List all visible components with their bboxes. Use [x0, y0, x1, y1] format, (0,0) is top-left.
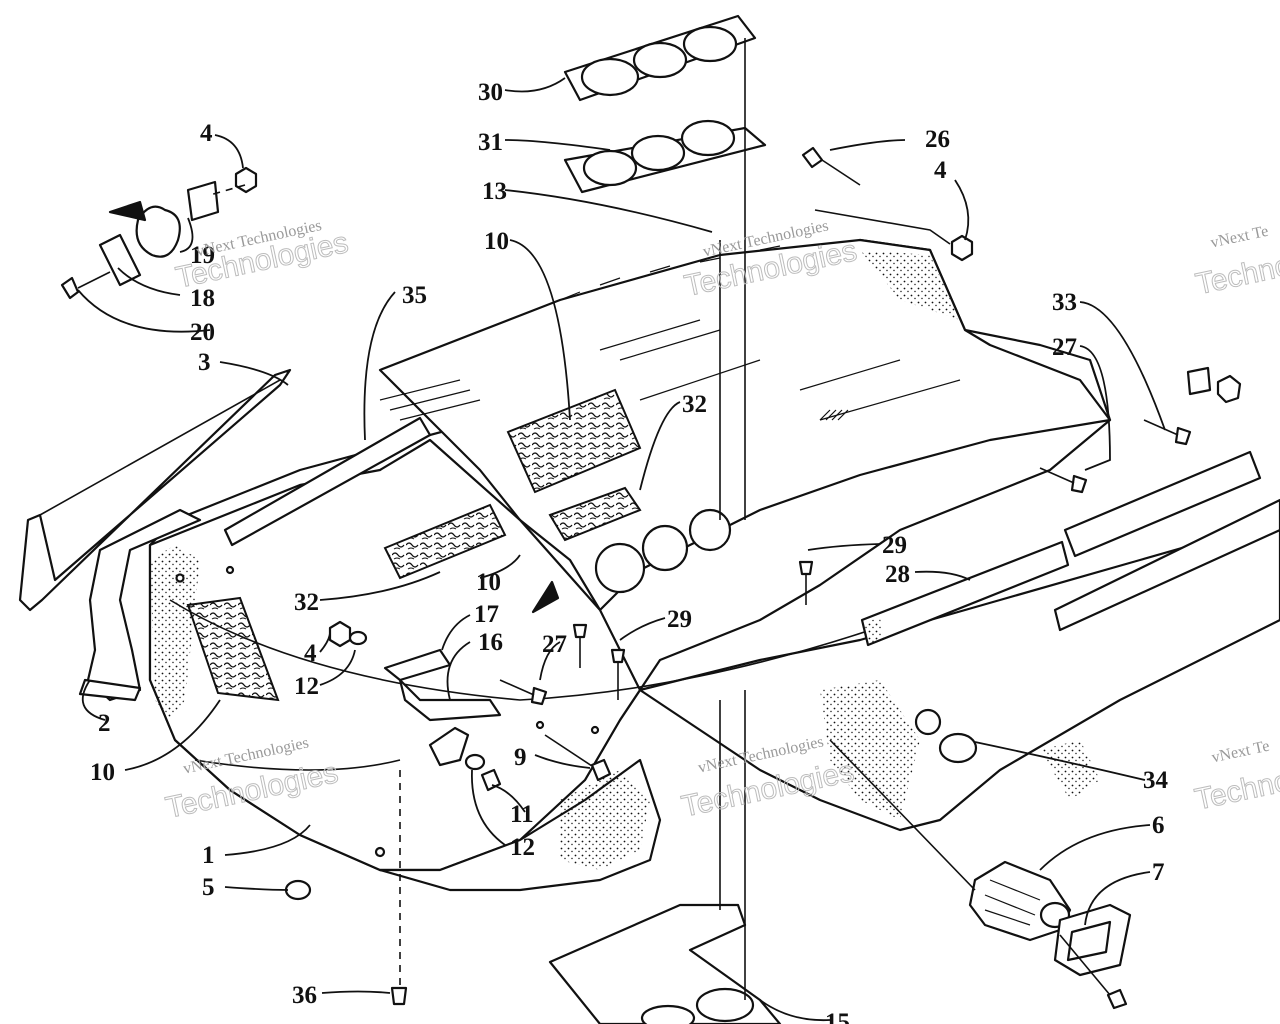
callout-11: 11 — [510, 801, 534, 828]
arrow-indicator-left — [108, 200, 147, 222]
decals — [186, 388, 642, 702]
watermark-small: vNext Te — [1209, 223, 1270, 252]
headlight-housing-6 — [968, 860, 1072, 942]
callout-10-decal: 10 — [484, 228, 509, 255]
callout-26: 26 — [925, 126, 950, 153]
watermark-large: Technolo — [1192, 759, 1280, 816]
callout-4-right: 4 — [934, 157, 947, 184]
callout-20: 20 — [190, 319, 215, 346]
gauge-plate-30 — [563, 14, 757, 102]
callout-4-top: 4 — [200, 120, 213, 147]
callout-36: 36 — [292, 982, 317, 1009]
callout-12-lower: 12 — [510, 834, 535, 861]
callout-7: 7 — [1152, 859, 1165, 886]
callout-35: 35 — [402, 282, 427, 309]
callout-27-mid: 27 — [542, 631, 567, 658]
callout-29-mid: 29 — [667, 606, 692, 633]
callout-15: 15 — [825, 1009, 850, 1024]
watermark-small: vNext Te — [1210, 738, 1271, 767]
callout-1: 1 — [202, 842, 215, 869]
callout-12-upper: 12 — [294, 673, 319, 700]
callout-31: 31 — [478, 129, 503, 156]
handlebar-2 — [78, 508, 202, 702]
gauge-plate-31 — [563, 119, 767, 194]
leader-lines — [77, 77, 1166, 1022]
callout-27-right: 27 — [1052, 334, 1077, 361]
callout-labels: 30 31 13 10 26 4 4 19 18 20 35 3 33 27 3… — [90, 79, 1169, 1024]
callout-30: 30 — [478, 79, 503, 106]
callout-32-front: 32 — [294, 589, 319, 616]
callout-10-front: 10 — [476, 569, 501, 596]
callout-6: 6 — [1152, 812, 1165, 839]
watermark-large: Technolo — [1193, 244, 1280, 301]
callout-16: 16 — [478, 629, 503, 656]
callout-18: 18 — [190, 285, 215, 312]
callout-13: 13 — [482, 178, 507, 205]
headlight-lens-7 — [1053, 903, 1132, 977]
hardware — [60, 146, 1242, 1010]
callout-34: 34 — [1143, 767, 1169, 794]
decal-windshield — [506, 388, 642, 494]
callout-5: 5 — [202, 874, 215, 901]
callout-3: 3 — [198, 349, 211, 376]
callout-9: 9 — [514, 744, 527, 771]
callout-4-lower: 4 — [304, 640, 317, 667]
bottom-panel-15 — [548, 903, 782, 1024]
callout-10-nose: 10 — [90, 759, 115, 786]
arrow-indicator-mid — [531, 580, 560, 614]
decal-dash — [548, 486, 642, 542]
callout-29-right: 29 — [882, 532, 907, 559]
decal-front — [383, 503, 507, 580]
callout-32-dash: 32 — [682, 391, 707, 418]
decal-nose — [186, 596, 280, 702]
assembly-lines — [209, 38, 1111, 1000]
callout-2: 2 — [98, 710, 111, 737]
callout-17: 17 — [474, 601, 499, 628]
windshield-rail-3 — [18, 368, 292, 612]
callout-19: 19 — [190, 242, 215, 269]
callout-28: 28 — [885, 561, 910, 588]
callout-33: 33 — [1052, 289, 1077, 316]
trim-strips — [223, 416, 1280, 647]
